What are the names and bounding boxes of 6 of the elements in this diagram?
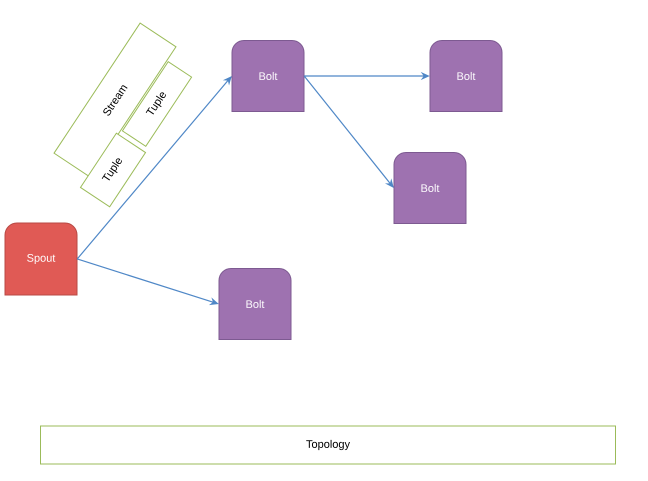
spout-box: Spout [4, 222, 78, 296]
bolt-box: Bolt [430, 40, 502, 112]
bolt-box: Bolt [394, 152, 466, 224]
topology-box: Topology [40, 425, 616, 464]
bolt-box: Bolt [232, 40, 304, 112]
bolt-box: Bolt [218, 268, 292, 340]
